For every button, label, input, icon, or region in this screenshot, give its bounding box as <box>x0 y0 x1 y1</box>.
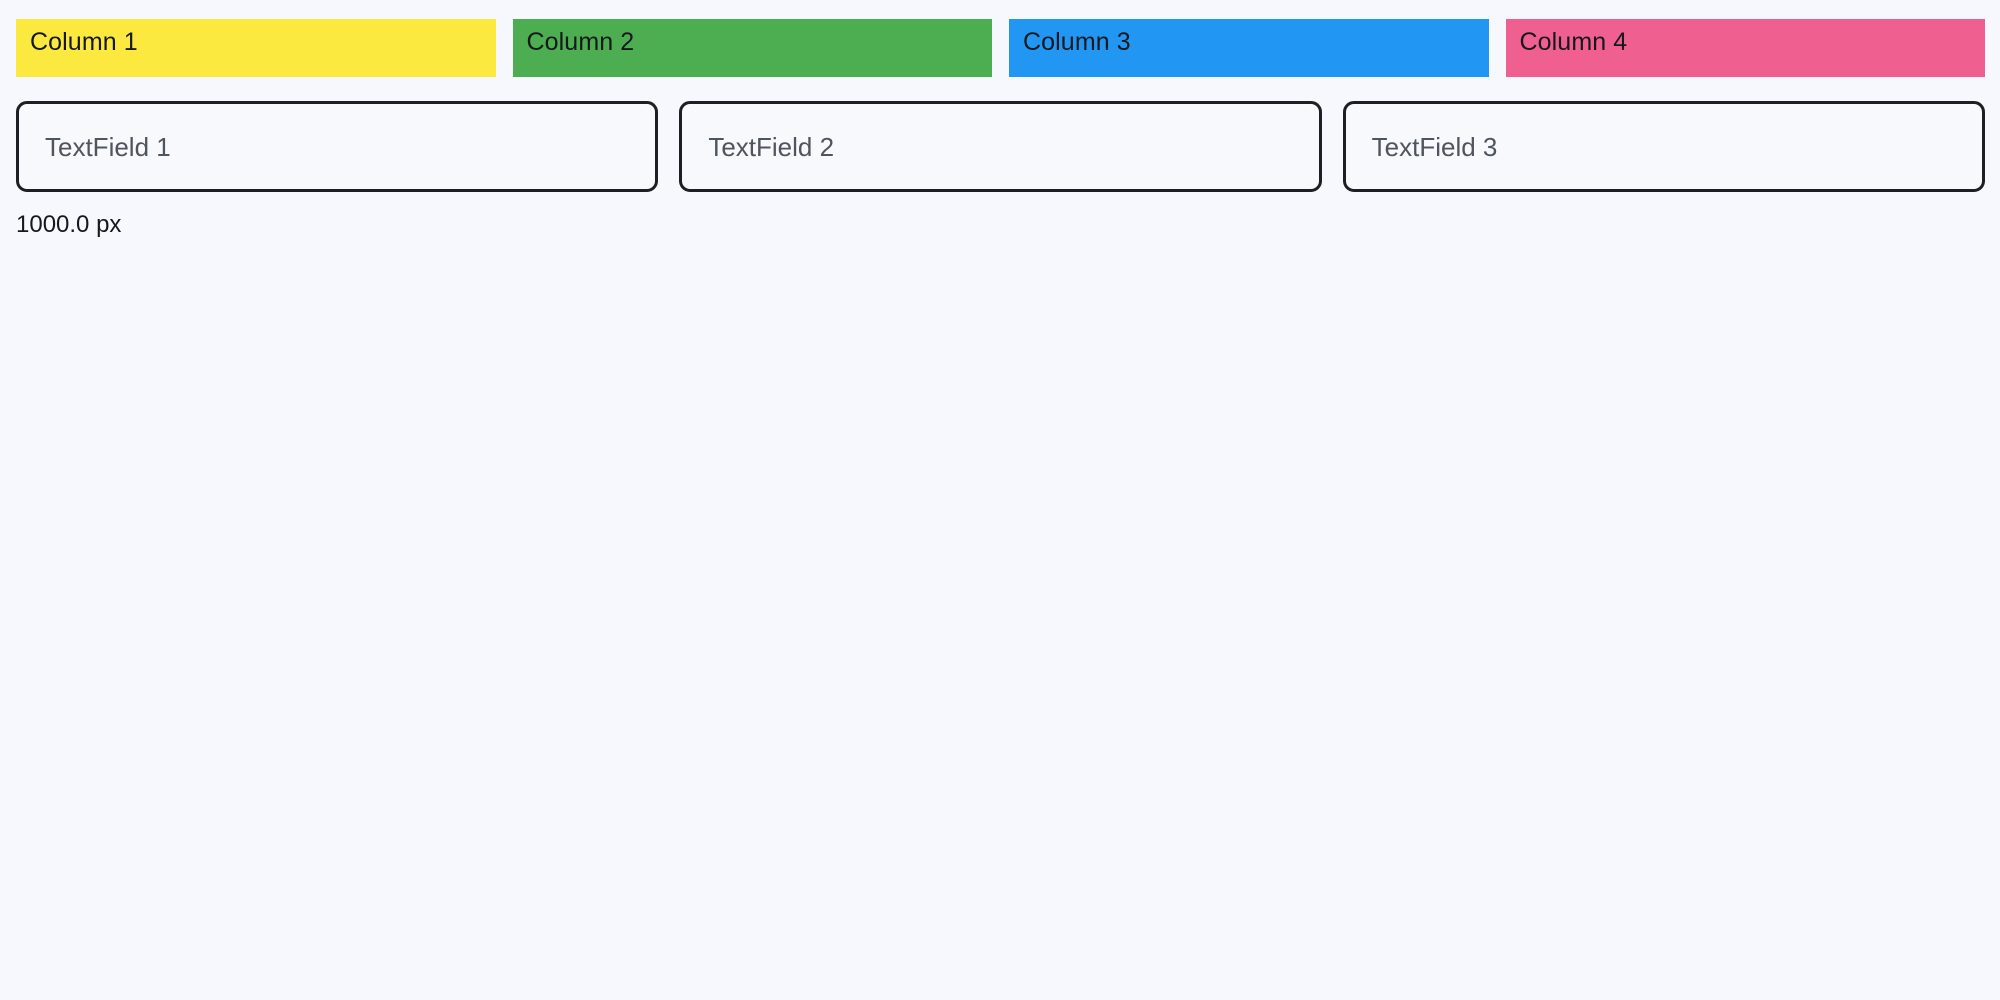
column-label-2: Column 2 <box>526 28 635 56</box>
column-block-4[interactable]: Column 4 <box>1505 19 1985 77</box>
text-field-2-placeholder: TextField 2 <box>708 131 835 162</box>
text-field-1[interactable]: TextField 1 <box>16 101 659 192</box>
column-label-1: Column 1 <box>30 28 138 56</box>
column-block-2[interactable]: Column 2 <box>512 19 992 77</box>
text-field-3-placeholder: TextField 3 <box>1371 131 1498 162</box>
column-block-1[interactable]: Column 1 <box>16 19 496 77</box>
text-field-row: TextField 1 TextField 2 TextField 3 <box>16 101 1985 192</box>
text-field-3[interactable]: TextField 3 <box>1342 101 1985 192</box>
column-block-3[interactable]: Column 3 <box>1009 19 1489 77</box>
text-field-1-placeholder: TextField 1 <box>45 131 171 162</box>
column-row: Column 1 Column 2 Column 3 Column 4 <box>16 19 1985 77</box>
text-field-2[interactable]: TextField 2 <box>679 101 1322 192</box>
empty-content-area <box>16 240 1985 1000</box>
width-status-label: 1000.0 px <box>16 211 122 238</box>
column-label-4: Column 4 <box>1519 28 1628 56</box>
column-label-3: Column 3 <box>1023 28 1131 56</box>
